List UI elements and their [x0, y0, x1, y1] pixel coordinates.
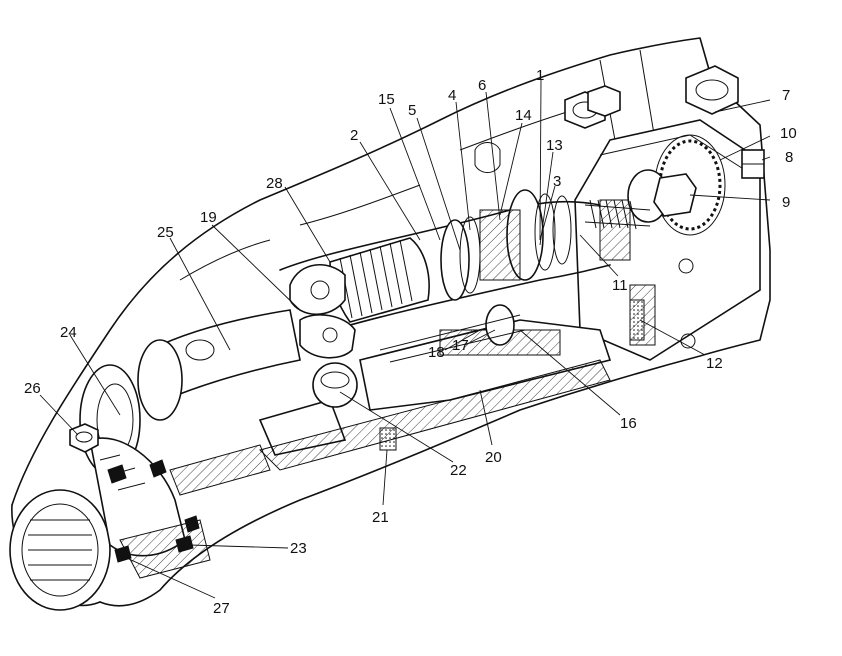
- callout-19: 19: [200, 209, 217, 226]
- callout-labels: 1 2 3 4 5 6 7 8 9 10 11 12 13 14 15 16 1…: [24, 67, 797, 617]
- callout-6: 6: [478, 77, 486, 94]
- callout-10: 10: [780, 125, 797, 142]
- callout-27: 27: [213, 600, 230, 617]
- callout-22: 22: [450, 462, 467, 479]
- callout-20: 20: [485, 449, 502, 466]
- callout-11: 11: [612, 277, 628, 294]
- callout-26: 26: [24, 380, 41, 397]
- callout-8: 8: [785, 149, 793, 166]
- callout-28: 28: [266, 175, 283, 192]
- callout-21: 21: [372, 509, 389, 526]
- leader-lines: [39, 79, 771, 599]
- callout-14: 14: [515, 107, 532, 124]
- callout-24: 24: [60, 324, 77, 341]
- callout-9: 9: [782, 194, 790, 211]
- callout-13: 13: [546, 137, 563, 154]
- lower-cylinder: [169, 299, 645, 496]
- callout-2: 2: [350, 127, 358, 144]
- callout-7: 7: [782, 87, 790, 104]
- output-end: [9, 423, 211, 611]
- callout-25: 25: [157, 224, 174, 241]
- callout-3: 3: [553, 173, 561, 190]
- callout-16: 16: [620, 415, 637, 432]
- callout-1: 1: [536, 67, 544, 84]
- callout-4: 4: [448, 87, 456, 104]
- callout-23: 23: [290, 540, 307, 557]
- top-bolts: [474, 85, 621, 173]
- callout-18: 18: [428, 344, 445, 361]
- callout-17: 17: [452, 337, 469, 354]
- callout-5: 5: [408, 102, 416, 119]
- callout-12: 12: [706, 355, 723, 372]
- callout-15: 15: [378, 91, 395, 108]
